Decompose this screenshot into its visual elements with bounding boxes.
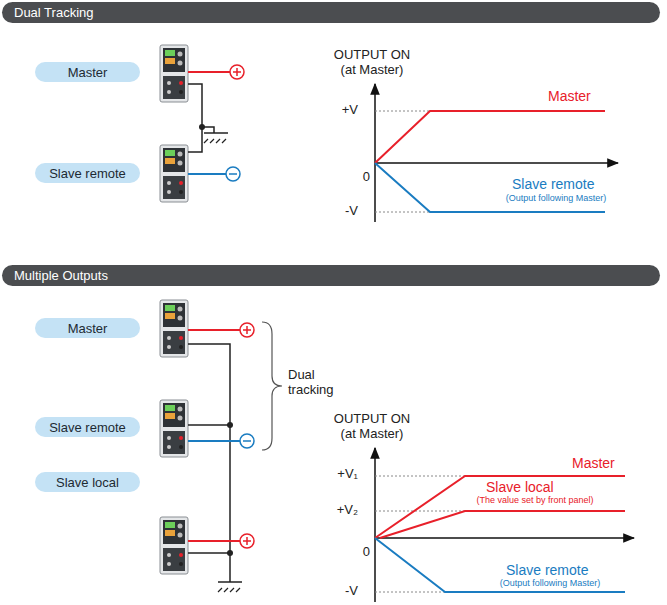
role-pill: Master	[35, 62, 140, 82]
section-header-band: Dual Tracking	[2, 2, 660, 23]
series-note: (Output following Master)	[500, 579, 601, 588]
axis-tick: -V	[345, 584, 358, 599]
axis-tick: +V₁	[337, 467, 358, 482]
junction-dot	[227, 422, 233, 428]
power-supply-icon	[160, 400, 188, 457]
plus-terminal	[230, 65, 244, 79]
node-text: Slave remote	[49, 166, 126, 181]
series-label: Slave remote	[512, 176, 594, 192]
minus-terminal	[226, 167, 240, 181]
wiring	[188, 72, 230, 174]
minus-terminal	[240, 434, 254, 448]
section-header-band: Multiple Outputs	[2, 265, 660, 286]
series-label: Slave remote	[506, 562, 588, 578]
axis-tick: 0	[363, 545, 370, 560]
node-text: Slave local	[56, 475, 119, 490]
role-pill: Slave remote	[35, 417, 140, 437]
role-pill: Slave remote	[35, 163, 140, 183]
series-label: Slave local	[486, 479, 554, 495]
plus-terminal	[240, 534, 254, 548]
wiring	[188, 330, 242, 592]
node-text: Dual Tracking	[14, 5, 93, 20]
axis-tick: 0	[363, 170, 370, 185]
axis-tick: -V	[345, 204, 358, 219]
axis-tick: +V₂	[337, 503, 358, 518]
power-supply-icon	[160, 45, 188, 102]
junction-dot	[227, 550, 233, 556]
axis-tick: +V	[342, 103, 358, 118]
series-label: Master	[548, 88, 591, 104]
brace	[262, 322, 282, 450]
role-pill: Slave local	[35, 472, 140, 492]
plus-terminal	[240, 323, 254, 337]
node-text: Master	[68, 321, 108, 336]
series-note: (Output following Master)	[506, 194, 607, 203]
series-label: Master	[572, 455, 615, 471]
node-text: Slave remote	[49, 420, 126, 435]
axis-title: OUTPUT ON (at Master)	[331, 48, 413, 78]
node-text: Multiple Outputs	[14, 268, 108, 283]
axis-title: OUTPUT ON (at Master)	[331, 412, 413, 442]
series-note: (The value set by front panel)	[476, 496, 593, 505]
role-pill: Master	[35, 318, 140, 338]
power-supply-icon	[160, 300, 188, 357]
node-text: Master	[68, 65, 108, 80]
brace-label: Dual tracking	[288, 368, 348, 398]
chart-2	[375, 448, 634, 602]
power-supplies	[160, 45, 188, 574]
junction-dot	[199, 124, 205, 130]
power-supply-icon	[160, 517, 188, 574]
chart-1	[375, 84, 618, 222]
power-supply-icon	[160, 145, 188, 202]
